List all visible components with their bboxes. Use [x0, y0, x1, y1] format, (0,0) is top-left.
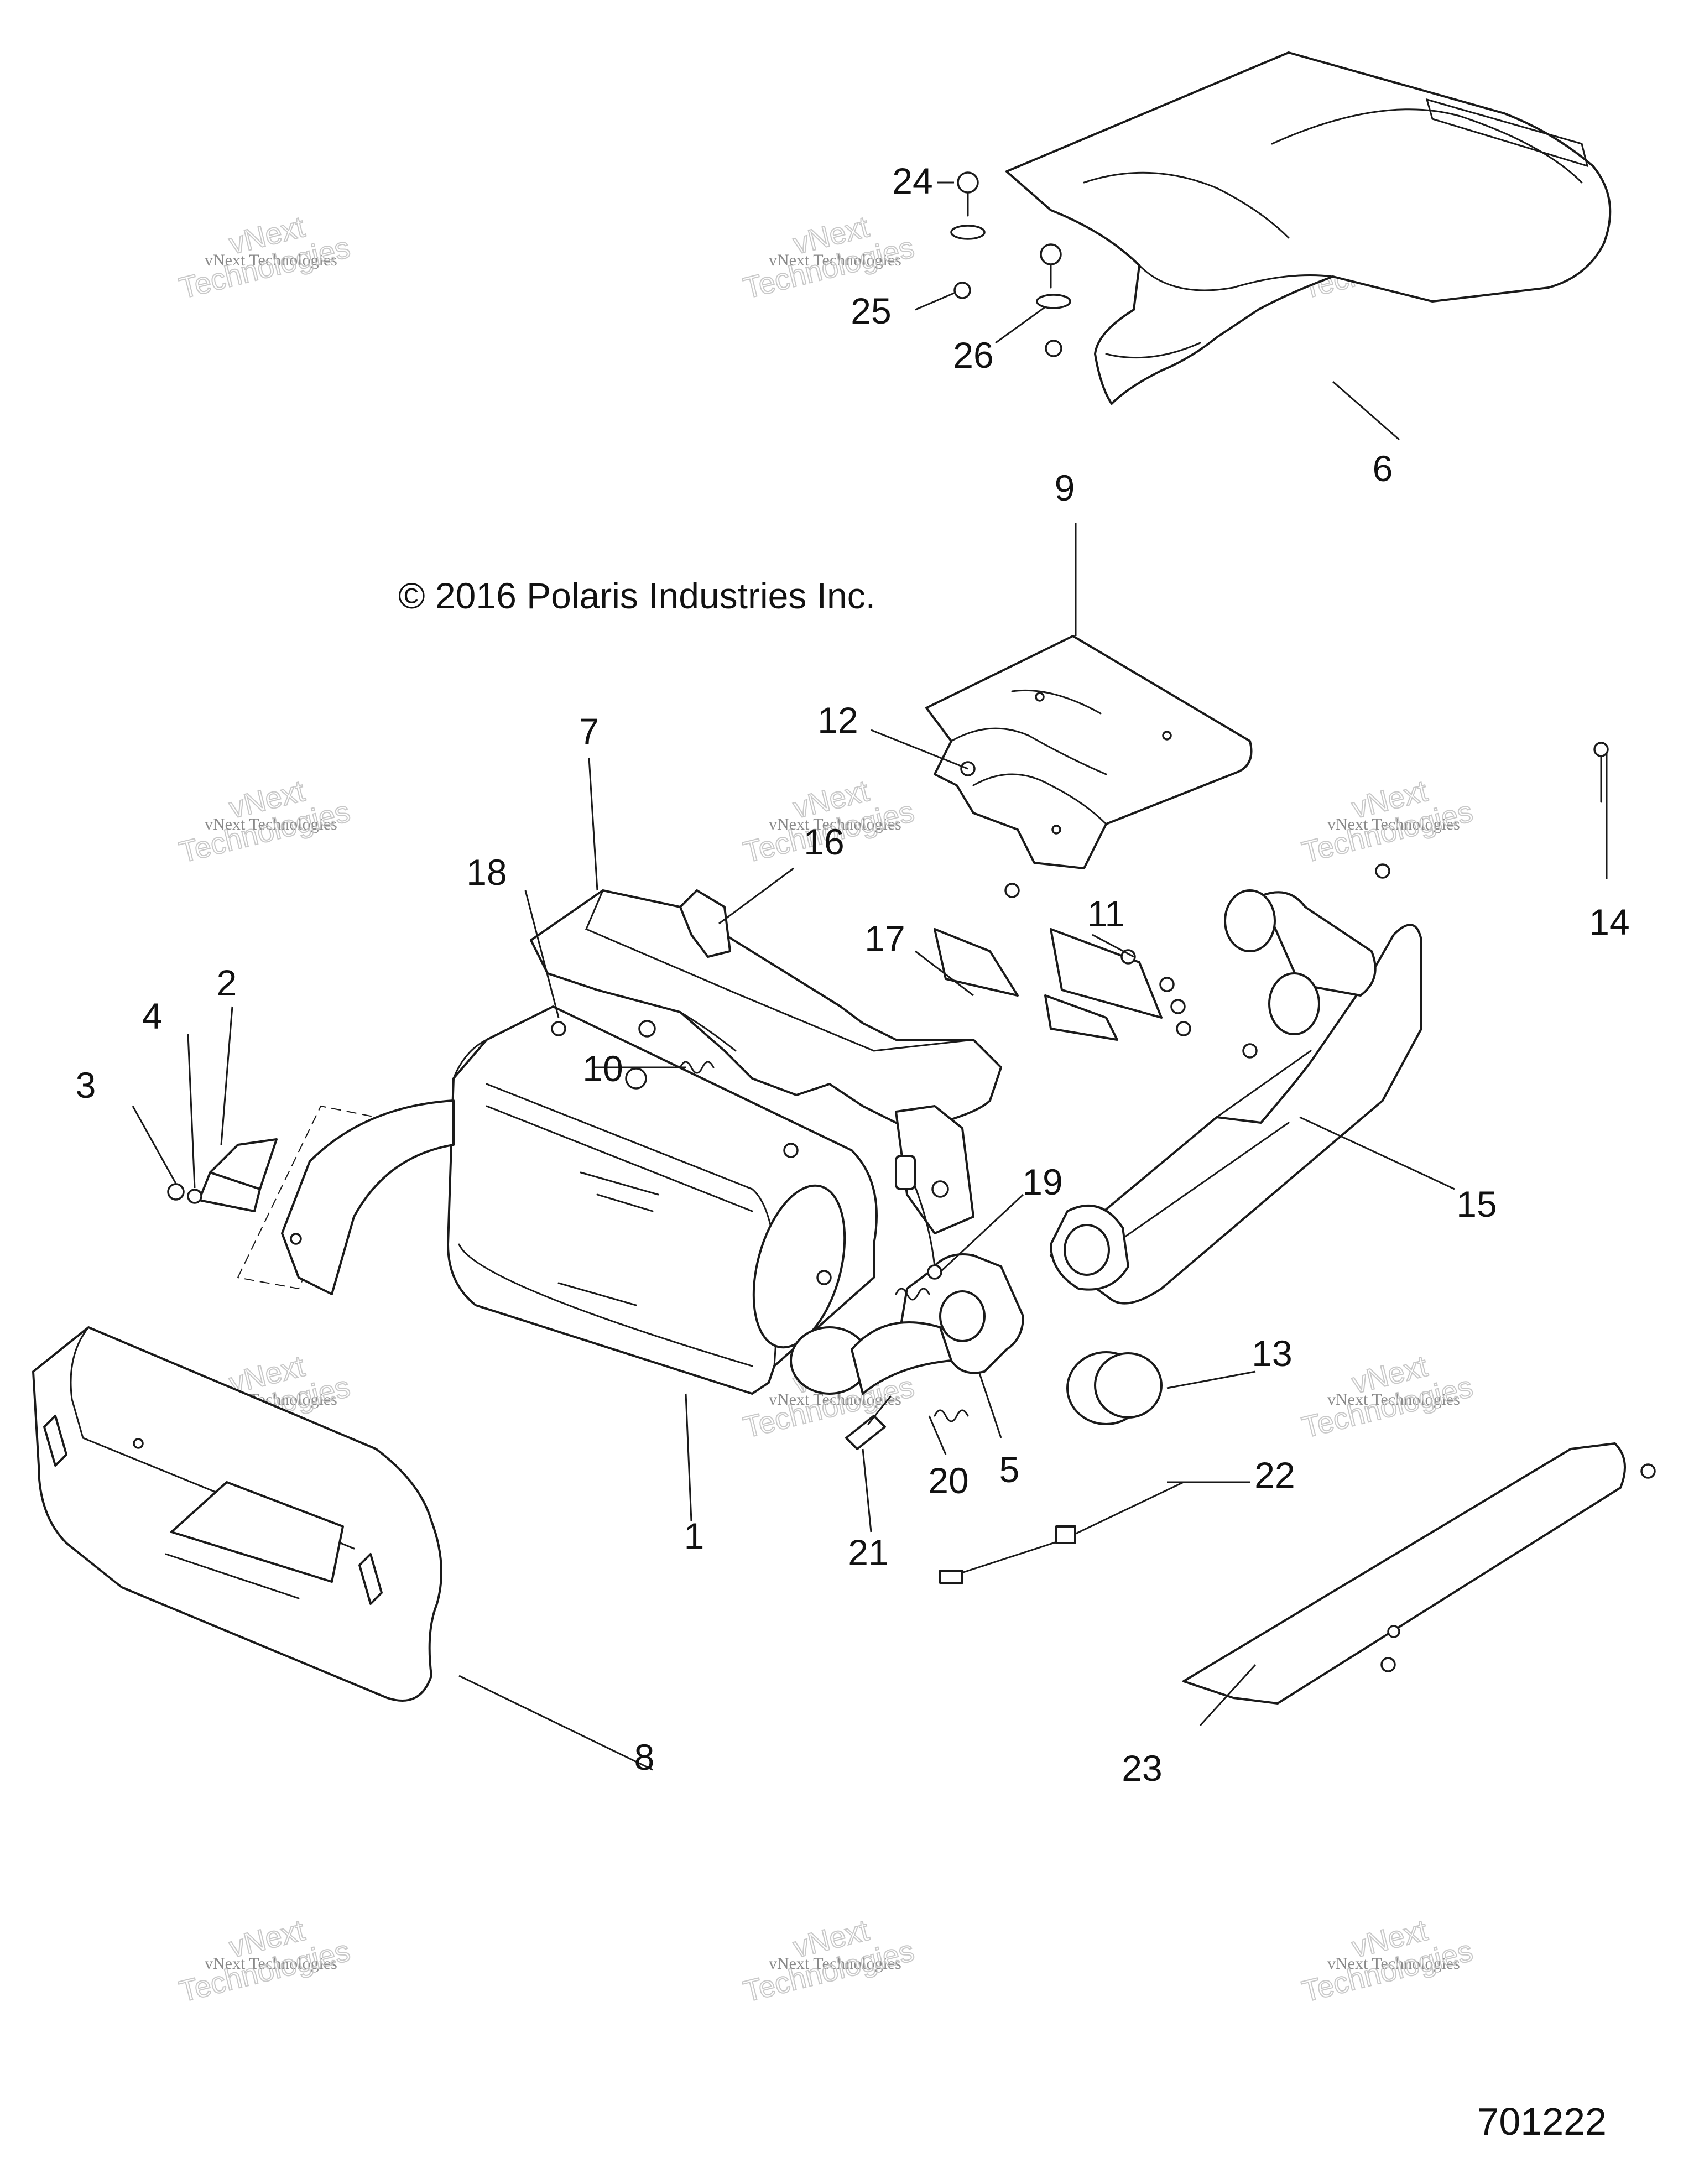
svg-text:vNext Technologies: vNext Technologies [1327, 1954, 1460, 1973]
exhaust-gaskets [934, 928, 1163, 1041]
watermark: vNext vNext Technologies Technologies [175, 774, 353, 870]
callout-19: 19 [1022, 1161, 1062, 1202]
callout-14: 14 [1589, 901, 1629, 942]
svg-text:vNext Technologies: vNext Technologies [769, 815, 901, 833]
o2-sensor [895, 1155, 942, 1280]
callout-17: 17 [864, 918, 905, 959]
heat-shield-middle [925, 635, 1253, 869]
head-pipe [1050, 889, 1422, 1305]
callout-24: 24 [892, 160, 932, 201]
heat-shield-lower [32, 1326, 442, 1702]
heat-shield-upper [1005, 51, 1612, 405]
skid-guard [1182, 1442, 1656, 1705]
watermark: vNext vNext Technologies Technologies [1298, 1913, 1476, 2009]
svg-text:vNext Technologies: vNext Technologies [1327, 815, 1460, 833]
callout-21: 21 [848, 1532, 888, 1573]
callout-25: 25 [851, 290, 891, 331]
watermark: vNext vNext Technologies Technologies [175, 210, 353, 306]
cable-tie [939, 1481, 1185, 1584]
callout-1: 1 [684, 1515, 705, 1556]
document-number: 701222 [1477, 2100, 1607, 2143]
svg-text:vNext Technologies: vNext Technologies [205, 1954, 337, 1973]
tailpipe [198, 1099, 455, 1295]
callout-12: 12 [817, 700, 858, 741]
copyright-notice: © 2016 Polaris Industries Inc. [398, 575, 875, 616]
svg-text:vNext Technologies: vNext Technologies [205, 815, 337, 833]
callout-16: 16 [804, 821, 844, 862]
callouts: 1 2 3 4 5 6 7 8 9 10 11 12 13 14 15 16 1… [76, 160, 1630, 1789]
svg-text:vNext Technologies: vNext Technologies [1327, 1390, 1460, 1409]
watermark: vNext vNext Technologies Technologies [1298, 774, 1476, 870]
callout-4: 4 [142, 995, 163, 1036]
callout-22: 22 [1254, 1455, 1295, 1495]
watermark: vNext vNext Technologies Technologies [739, 210, 918, 306]
leader-lines [132, 181, 1608, 1771]
watermark: vNext vNext Technologies Technologies [1298, 1349, 1476, 1445]
callout-13: 13 [1252, 1333, 1292, 1374]
flange-bolt [845, 1395, 892, 1450]
callout-9: 9 [1055, 467, 1075, 508]
watermark: vNext vNext Technologies Technologies [175, 1913, 353, 2009]
fasteners [551, 742, 1609, 1285]
callout-8: 8 [634, 1737, 655, 1778]
hardware-3-4 [167, 1183, 202, 1204]
callout-10: 10 [582, 1048, 623, 1089]
callout-5: 5 [999, 1449, 1020, 1490]
clamp-ring [1066, 1351, 1163, 1425]
callout-3: 3 [76, 1065, 96, 1106]
callout-2: 2 [217, 962, 237, 1003]
watermark: vNext vNext Technologies Technologies [739, 1913, 918, 2009]
svg-text:vNext Technologies: vNext Technologies [205, 251, 337, 269]
callout-7: 7 [579, 711, 600, 752]
callout-20: 20 [928, 1460, 968, 1501]
outlet-flange [851, 1253, 1024, 1395]
muffler-body [447, 1005, 878, 1395]
springs [679, 1061, 969, 1422]
upper-hardware [950, 171, 1071, 357]
callout-11: 11 [1087, 893, 1125, 934]
callout-26: 26 [953, 335, 993, 376]
callout-18: 18 [466, 852, 507, 893]
callout-15: 15 [1456, 1184, 1497, 1224]
svg-text:vNext Technologies: vNext Technologies [769, 1954, 901, 1973]
heat-shield-muffler [530, 889, 1002, 1234]
svg-text:vNext Technologies: vNext Technologies [769, 251, 901, 269]
callout-23: 23 [1122, 1748, 1162, 1789]
callout-6: 6 [1373, 448, 1393, 489]
